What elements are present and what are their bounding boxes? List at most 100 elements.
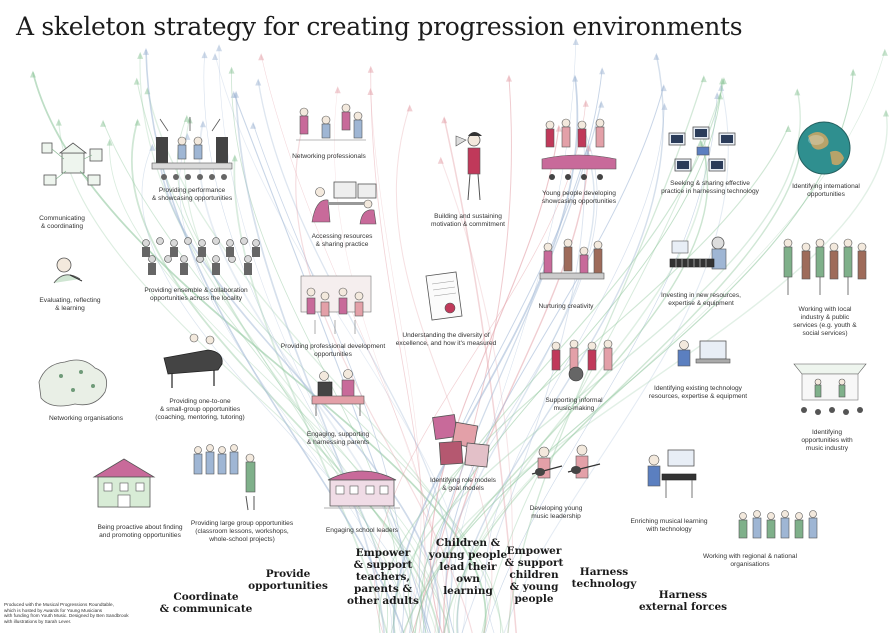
strand-arrowhead <box>881 48 888 56</box>
label-international: Identifying international opportunities <box>792 183 860 198</box>
label-local-industry: Working with local industry & public ser… <box>793 306 857 337</box>
label-informal: Supporting informal music-making <box>545 397 603 412</box>
record-covers-icon <box>432 414 490 468</box>
strand-line <box>333 88 449 633</box>
strand-arrowhead <box>258 53 265 61</box>
strand-line <box>109 140 450 633</box>
strand-arrowhead <box>660 84 667 92</box>
label-resources: Accessing resources & sharing practice <box>311 233 373 248</box>
strand-arrowhead <box>582 99 589 107</box>
computer-desk-icon <box>311 181 377 225</box>
label-ensemble: Providing ensemble & collaboration oppor… <box>144 287 248 302</box>
strand-arrowhead <box>133 77 140 85</box>
strand-technology: Harness technology <box>571 566 637 590</box>
strand-line <box>146 89 504 633</box>
tech-network-icon <box>668 126 736 172</box>
strand-arrowhead <box>199 120 206 128</box>
strand-arrowhead <box>55 118 62 126</box>
strand-line <box>257 80 453 633</box>
strand-line <box>214 54 467 633</box>
strand-line <box>374 101 587 633</box>
strand-arrowhead <box>719 77 726 85</box>
label-regional: Working with regional & national organis… <box>702 553 798 568</box>
label-one-to-one: Providing one-to-one & small-group oppor… <box>155 398 245 421</box>
strand-line <box>378 126 789 633</box>
label-tech-existing: Identifying existing technology resource… <box>648 385 748 400</box>
strand-line <box>422 102 602 633</box>
strand-arrowhead <box>216 44 223 52</box>
pen-writing-icon <box>53 257 83 284</box>
creative-group-icon <box>539 238 605 280</box>
strand-teachers: Empower & support teachers, parents & ot… <box>347 547 419 607</box>
label-professional-development: Providing professional development oppor… <box>280 343 386 358</box>
strand-line <box>183 118 437 633</box>
strand-line <box>203 53 393 633</box>
strand-line <box>176 116 501 633</box>
strand-line <box>485 104 665 633</box>
strand-line <box>295 121 473 633</box>
strand-line <box>407 78 725 633</box>
strand-arrowhead <box>183 114 190 122</box>
strand-arrowhead <box>106 138 113 146</box>
strand-line <box>141 145 431 633</box>
strand-arrowhead <box>850 68 857 76</box>
label-parents: Engaging, supporting & harnessing parent… <box>306 431 370 446</box>
strand-arrowhead <box>406 104 413 112</box>
strand-line <box>179 134 413 633</box>
buildings-network-icon <box>41 142 103 186</box>
strand-arrowhead <box>794 88 801 96</box>
strand-arrowhead <box>367 65 374 73</box>
strand-children-lead: Children & young people lead their own l… <box>428 537 508 597</box>
strand-line <box>456 134 707 633</box>
label-evaluating: Evaluating, reflecting & learning <box>39 297 101 312</box>
strand-arrowhead <box>572 38 579 46</box>
strand-arrowhead <box>785 124 792 132</box>
strand-arrowhead <box>233 90 240 98</box>
label-school-leaders: Engaging school leaders <box>325 527 399 534</box>
strand-line <box>233 156 388 633</box>
strand-line <box>445 85 665 633</box>
label-leadership: Developing young music leadership <box>529 505 583 520</box>
strand-arrowhead <box>437 156 444 164</box>
strand-arrowhead <box>572 74 579 82</box>
school-building-icon <box>324 470 400 509</box>
stage-performance-icon <box>151 117 233 180</box>
strand-arrowhead <box>100 119 107 127</box>
studio-desk-icon <box>647 449 697 498</box>
choir-conductor-icon <box>193 444 256 511</box>
strand-arrowhead <box>599 67 606 75</box>
strand-arrowhead <box>367 88 374 96</box>
certificate-icon <box>425 271 463 321</box>
strand-line <box>440 158 513 633</box>
strand-coordinate: Coordinate & communicate <box>159 591 253 615</box>
strand-line <box>485 93 718 633</box>
strand-line <box>370 90 422 633</box>
strand-arrowhead <box>334 86 341 94</box>
strand-line <box>420 79 723 633</box>
strand-arrowhead <box>142 47 149 55</box>
strand-arrowhead <box>697 138 704 146</box>
strand-line <box>158 147 441 633</box>
parent-child-icon <box>311 369 365 416</box>
informal-band-icon <box>551 339 613 382</box>
label-proactive: Being proactive about finding and promot… <box>97 524 183 539</box>
strand-arrowhead <box>653 52 660 60</box>
concert-stage-icon <box>793 363 867 415</box>
label-networking-professionals: Networking professionals <box>292 153 366 160</box>
label-diversity: Understanding the diversity of excellenc… <box>395 332 497 347</box>
networking-people-icon <box>296 103 366 141</box>
label-creativity: Nurturing creativity <box>538 303 594 310</box>
strand-arrowhead <box>184 132 191 140</box>
strand-arrowhead <box>598 100 605 108</box>
page-title: A skeleton strategy for creating progres… <box>16 12 743 41</box>
strand-line <box>260 55 439 633</box>
strand-arrowhead <box>149 143 156 151</box>
strand-line <box>481 94 721 633</box>
strand-line <box>424 150 595 633</box>
strand-line <box>503 85 729 633</box>
strand-arrowhead <box>661 102 668 110</box>
strand-arrowhead <box>212 53 219 61</box>
strand-line <box>402 140 709 633</box>
strand-arrowhead <box>29 70 36 78</box>
